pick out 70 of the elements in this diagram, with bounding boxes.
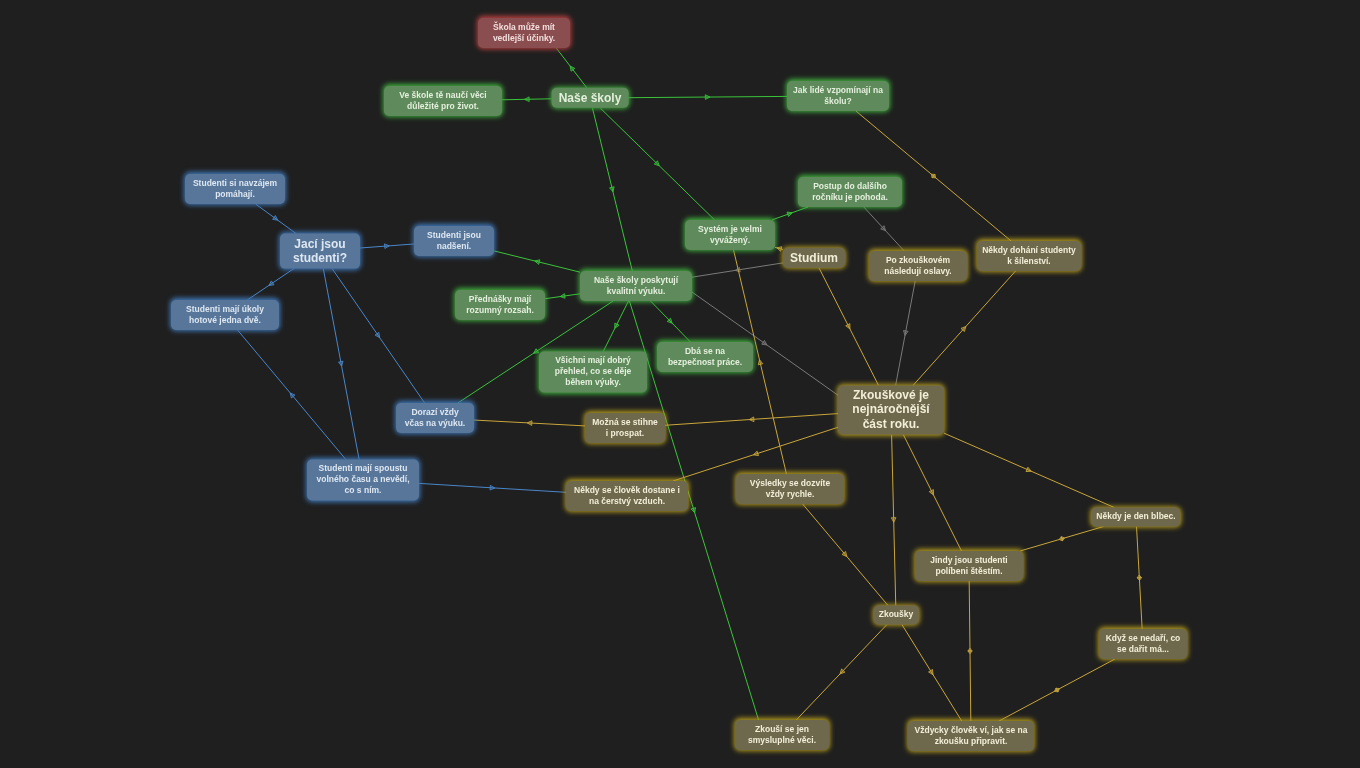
arrow (255, 203, 297, 235)
arrow (246, 267, 295, 301)
arrow (602, 300, 629, 352)
arrow (555, 47, 588, 89)
arrow (912, 270, 1016, 386)
idea-node: Dorazí vždy včas na výuku. (396, 402, 474, 434)
double-arrow (998, 658, 1116, 722)
arrow (457, 300, 614, 404)
arrow (733, 249, 787, 475)
idea-node: Studenti si navzájem pomáhají. (185, 173, 285, 205)
idea-node: Vždycky člověk ví, jak se na zkoušku připravit. (908, 720, 1034, 752)
idea-node: Někdy je den blbec. (1091, 507, 1181, 527)
arrow (943, 432, 1115, 508)
arrow (650, 300, 691, 343)
arrow (902, 434, 962, 552)
arrow (691, 262, 784, 278)
idea-node: Všichni mají dobrý přehled, co se děje během výuky. (539, 351, 647, 393)
idea-node: Výsledky se dozvíte vždy rychle. (736, 473, 844, 505)
idea-node: Někdy dohání studenty k šílenství. (977, 240, 1081, 272)
arrow (331, 267, 426, 404)
arrow (771, 206, 809, 221)
arrow (691, 291, 839, 396)
arrow (664, 413, 839, 426)
idea-node: Jak lidé vzpomínají na školu? (787, 80, 889, 112)
idea-node: Někdy se člověk dostane i na čerstvý vzduch. (566, 480, 688, 512)
central-topic: Jací jsou studenti? (280, 233, 360, 269)
central-topic: Studium (783, 247, 845, 269)
arrow (473, 419, 586, 427)
arrow (774, 246, 784, 252)
central-topic: Zkouškové je nejnáročnější část roku. (838, 385, 944, 435)
arrow (802, 503, 889, 606)
idea-node: Možná se stihne i prospat. (585, 412, 665, 444)
central-topic: Naše školy (551, 87, 629, 109)
arrow (322, 267, 360, 460)
idea-node: Studenti mají spoustu volného času a nevědí, co s ním. (307, 459, 419, 501)
idea-node: Po zkouškovém následují oslavy. (869, 250, 967, 282)
arrow (501, 96, 553, 102)
idea-node: Když se nedaří, co se dařit má... (1099, 628, 1187, 660)
idea-node: Zkoušky (873, 605, 919, 625)
arrow (627, 94, 788, 100)
arrow (359, 243, 415, 249)
idea-node: Škola může mít vedlejší účinky. (478, 17, 570, 49)
double-arrow (967, 580, 973, 722)
double-arrow (855, 110, 1012, 242)
arrow (592, 107, 633, 272)
arrow (901, 624, 963, 722)
idea-node: Přednášky mají rozumný rozsah. (455, 289, 545, 321)
arrow (818, 267, 880, 386)
idea-node: Jindy jsou studenti políbeni štěstím. (915, 550, 1023, 582)
double-arrow (1136, 526, 1143, 630)
arrow (599, 107, 716, 221)
arrow (863, 206, 905, 252)
arrow (890, 434, 897, 606)
double-arrow (1019, 526, 1105, 552)
idea-node: Dbá se na bezpečnost práce. (657, 341, 753, 373)
arrow (493, 250, 581, 273)
idea-node: Studenti mají úkoly hotové jedna dvě. (171, 299, 279, 331)
arrow (795, 624, 888, 721)
arrow (895, 280, 916, 386)
idea-node: Studenti jsou nadšení. (414, 225, 494, 257)
idea-node: Naše školy poskytují kvalitní výuku. (580, 270, 692, 302)
arrow (628, 300, 760, 721)
idea-node: Systém je velmi vyvážený. (685, 219, 775, 251)
arrow (418, 482, 567, 493)
idea-node: Zkouší se jen smysluplné věci. (735, 719, 829, 751)
arrow (672, 426, 839, 482)
arrow (544, 293, 581, 300)
idea-node: Postup do dalšího ročníku je pohoda. (798, 176, 902, 208)
arrow (237, 329, 347, 460)
idea-node: Ve škole tě naučí věci důležité pro život. (384, 85, 502, 117)
